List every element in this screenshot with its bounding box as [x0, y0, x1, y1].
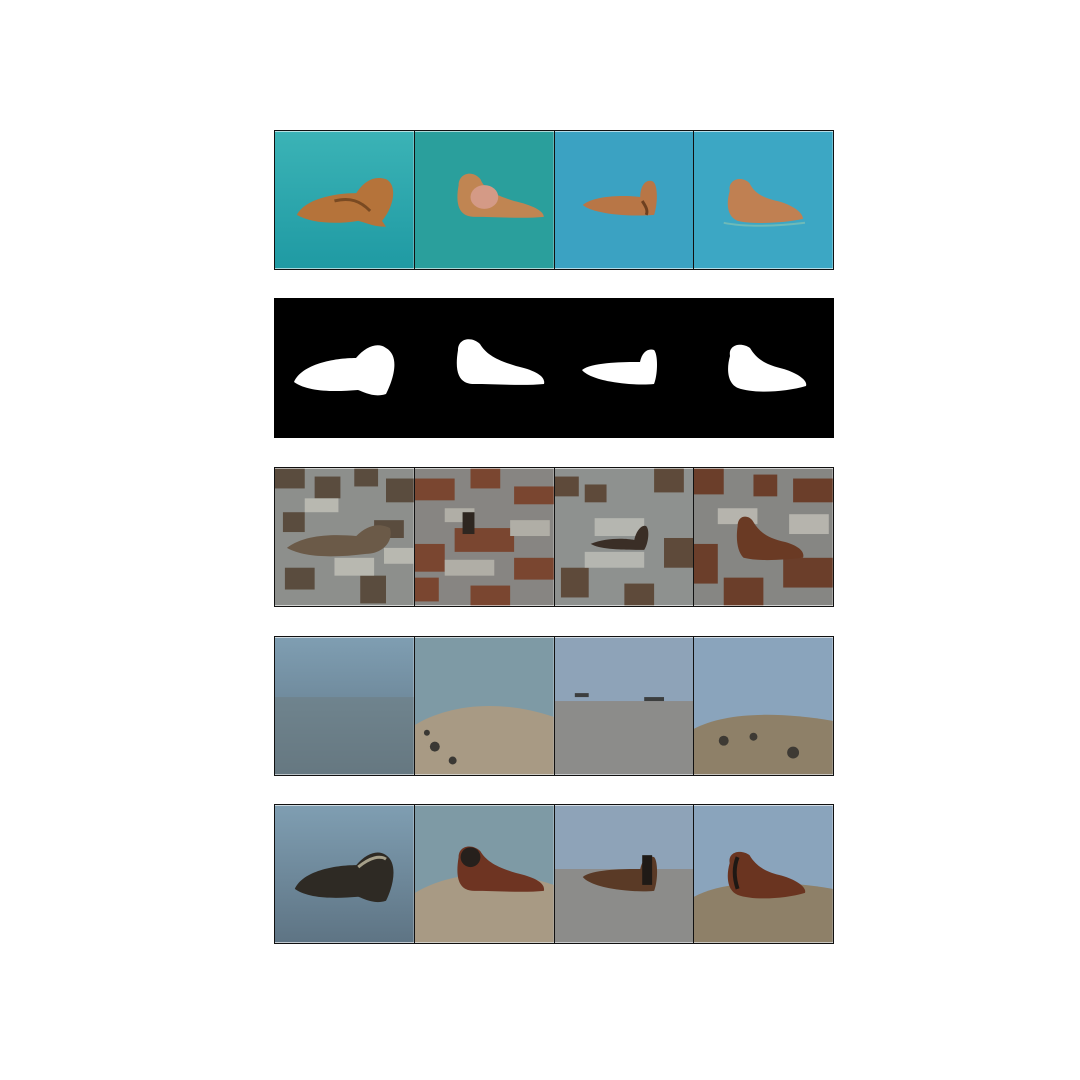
- seal-on-water-image: [275, 131, 414, 269]
- foreground-cell-1: [275, 131, 414, 269]
- composite-image: [414, 805, 554, 943]
- sea-background-image: [275, 637, 414, 775]
- row-mask: [274, 298, 834, 438]
- row-foreground: [274, 130, 834, 270]
- background-cell-3: [553, 637, 694, 775]
- row-composite: [274, 804, 834, 944]
- seal-on-water-image: [694, 131, 833, 269]
- mask-silhouette: [554, 298, 694, 436]
- composite-cell-3: [553, 805, 694, 943]
- row-texture: [274, 467, 834, 607]
- foreground-cell-3: [553, 131, 694, 269]
- sea-background-image: [694, 637, 833, 775]
- texture-cell-3: [553, 468, 694, 606]
- texture-cell-1: [275, 468, 414, 606]
- rock-texture-image: [414, 468, 554, 606]
- mask-cell-3: [554, 298, 694, 436]
- composite-cell-1: [275, 805, 414, 943]
- background-cell-1: [275, 637, 414, 775]
- background-cell-4: [693, 637, 833, 775]
- sea-background-image: [554, 637, 694, 775]
- mask-cell-4: [694, 298, 834, 436]
- texture-cell-4: [693, 468, 833, 606]
- mask-silhouette: [414, 298, 554, 436]
- texture-cell-2: [413, 468, 554, 606]
- composite-cell-4: [693, 805, 833, 943]
- composite-image: [275, 805, 414, 943]
- mask-cell-2: [414, 298, 554, 436]
- seal-on-water-image: [554, 131, 694, 269]
- seal-on-water-image: [414, 131, 554, 269]
- composite-image: [694, 805, 833, 943]
- sea-background-image: [414, 637, 554, 775]
- rock-texture-image: [275, 468, 414, 606]
- foreground-cell-4: [693, 131, 833, 269]
- rock-texture-image: [554, 468, 694, 606]
- composite-cell-2: [413, 805, 554, 943]
- mask-cell-1: [274, 298, 414, 436]
- mask-silhouette: [694, 298, 834, 436]
- background-cell-2: [413, 637, 554, 775]
- composite-image: [554, 805, 694, 943]
- row-background: [274, 636, 834, 776]
- rock-texture-image: [694, 468, 833, 606]
- mask-silhouette: [274, 298, 414, 436]
- foreground-cell-2: [413, 131, 554, 269]
